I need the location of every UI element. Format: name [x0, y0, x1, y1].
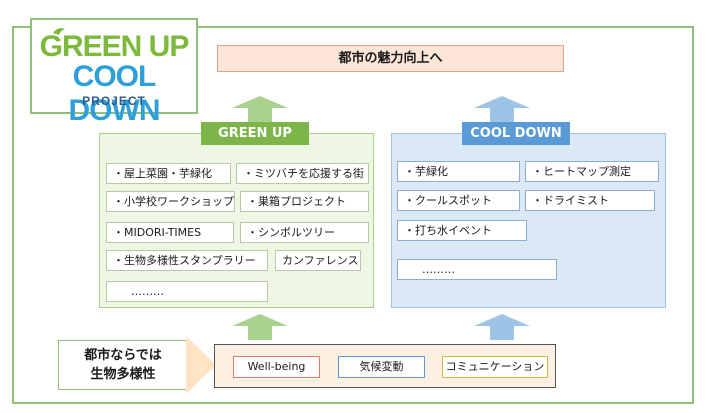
green-up-item-more: ……… [106, 281, 268, 302]
green-up-item: ・MIDORI-TIMES [106, 222, 234, 243]
foundation-arrow [186, 336, 216, 394]
outer-frame [12, 26, 694, 404]
green-up-item: ・屋上菜園・芋緑化 [106, 163, 231, 184]
cool-down-item: ・ヒートマップ測定 [525, 161, 659, 182]
logo-green-up: GREEN UP [39, 30, 190, 63]
foundation-line2: 生物多様性 [90, 367, 156, 382]
cool-down-item: ・クールスポット [397, 190, 520, 211]
cool-down-title: COOL DOWN [462, 122, 570, 145]
theme-well-being: Well-being [233, 356, 320, 378]
green-up-arrow-top [232, 96, 288, 122]
green-up-item: ・小学校ワークショップ [106, 191, 235, 212]
cool-down-item: ・打ち水イベント [397, 220, 527, 241]
cool-down-item: ・芋緑化 [397, 161, 520, 182]
cool-down-item-more: ……… [397, 259, 557, 280]
logo-project: PROJECT [82, 94, 146, 108]
goal-box: 都市の魅力向上へ [217, 45, 564, 72]
foundation-box: 都市ならでは 生物多様性 [58, 340, 188, 390]
green-up-item: ・巣箱プロジェクト [240, 191, 369, 212]
green-up-item: ・ミツバチを応援する街 [236, 163, 369, 184]
green-up-arrow-bottom [232, 314, 288, 340]
theme-climate-change: 気候変動 [338, 356, 425, 378]
bird-icon [53, 28, 65, 35]
project-logo: GREEN UP COOL DOWN PROJECT [30, 18, 198, 127]
logo-cool-down: COOL DOWN [68, 60, 161, 127]
foundation-line1: 都市ならでは [84, 348, 162, 363]
green-up-title: GREEN UP [201, 122, 309, 145]
theme-communication: コミュニケーション [442, 356, 548, 378]
cool-down-arrow-top [474, 96, 530, 122]
green-up-item: ・シンボルツリー [240, 222, 369, 243]
cool-down-item: ・ドライミスト [525, 190, 655, 211]
green-up-item: カンファレンス [275, 250, 361, 271]
green-up-item: ・生物多様性スタンプラリー [106, 250, 268, 271]
cool-down-arrow-bottom [474, 314, 530, 340]
